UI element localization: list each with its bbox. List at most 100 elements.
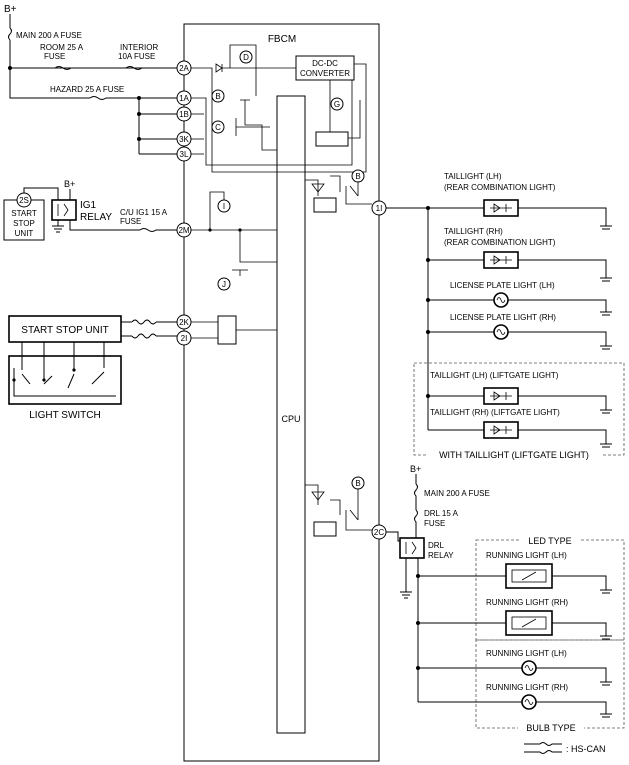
main-fuse-drl <box>414 483 418 510</box>
connector-2K: 2K <box>176 314 192 330</box>
svg-text:2S: 2S <box>19 196 29 205</box>
license-rh-bulb <box>493 324 509 340</box>
svg-text:3L: 3L <box>180 150 189 159</box>
svg-text:2I: 2I <box>181 334 188 343</box>
taillight-lh-led <box>483 199 519 217</box>
hazard-feed-wire <box>9 40 90 99</box>
connector-3L: 3L <box>176 146 192 162</box>
cu-ig1-fuse <box>139 228 184 232</box>
switch-contacts <box>21 371 105 389</box>
ref-B-top: B <box>211 89 225 103</box>
svg-text:J: J <box>222 280 226 289</box>
ref-I: I <box>217 199 231 213</box>
dcdc-label-1: DC-DC <box>312 59 338 68</box>
internal-transistor-a <box>240 99 277 151</box>
drl-relay-label-2: RELAY <box>428 551 454 560</box>
ref-C: C <box>211 120 225 134</box>
ref-B-1I: B <box>351 169 365 183</box>
running-rh-bulb-label: RUNNING LIGHT (RH) <box>486 683 568 692</box>
driver-2C-relay <box>313 521 337 537</box>
interior-fuse <box>125 66 143 70</box>
connector-1A: 1A <box>176 90 192 106</box>
room-fuse <box>54 66 72 70</box>
dcdc-label-2: CONVERTER <box>300 69 350 78</box>
bplus-label-top: B+ <box>4 4 17 15</box>
drl-fuse-label-1: DRL 15 A <box>424 509 459 518</box>
internal-2A-wire <box>191 63 367 173</box>
running-lh-led <box>505 563 553 589</box>
svg-text:2M: 2M <box>178 226 189 235</box>
interior-fuse-label-1: INTERIOR <box>120 43 158 52</box>
hazard-fuse-label: HAZARD 25 A FUSE <box>50 85 124 94</box>
svg-text:D: D <box>243 53 249 62</box>
liftgate-rh-label: TAILLIGHT (RH) (LIFTGATE LIGHT) <box>430 408 560 417</box>
cpu-label: CPU <box>281 414 300 424</box>
interior-fuse-label-2: 10A FUSE <box>118 52 155 61</box>
internal-I-wire <box>209 191 225 230</box>
internal-1A-wire <box>191 80 353 166</box>
drl-relay-label-1: DRL <box>428 541 445 550</box>
start-stop-small-3: UNIT <box>15 229 34 238</box>
ig1-ground <box>52 220 64 233</box>
bplus-label-ig1: B+ <box>64 179 75 189</box>
liftgate-group-label: WITH TAILLIGHT (LIFTGATE LIGHT) <box>439 450 589 460</box>
switch-common <box>13 368 116 397</box>
svg-text:2C: 2C <box>374 528 384 537</box>
svg-text:2K: 2K <box>179 318 189 327</box>
bplus-label-drl: B+ <box>410 464 421 474</box>
taillight-lh-label-2: (REAR COMBINATION LIGHT) <box>444 183 556 192</box>
start-stop-unit <box>8 315 122 343</box>
bulb-type-label: BULB TYPE <box>526 723 575 733</box>
can-transceiver <box>217 315 237 345</box>
cpu-box <box>276 95 306 734</box>
running-rh-bulb <box>521 694 537 710</box>
main-fuse-drl-label: MAIN 200 A FUSE <box>424 489 490 498</box>
driver-2C-fet <box>330 499 372 531</box>
hs-can-legend-label: : HS-CAN <box>566 744 606 754</box>
connector-2C: 2C <box>371 524 387 540</box>
hscan-left <box>121 321 132 337</box>
internal-J-wire <box>232 230 277 276</box>
running-lh-led-label: RUNNING LIGHT (LH) <box>486 551 567 560</box>
svg-text:C: C <box>215 123 221 132</box>
taillight-rh-label-1: TAILLIGHT (RH) <box>444 227 503 236</box>
ref-D: D <box>239 50 253 64</box>
svg-text:B: B <box>355 479 360 488</box>
connector-1I: 1I <box>371 200 387 216</box>
drl-fuse <box>414 509 418 538</box>
driver-1I-diode <box>305 179 325 196</box>
svg-text:1I: 1I <box>376 204 383 213</box>
connector-3K: 3K <box>176 131 192 147</box>
ig1-out-wire <box>69 220 140 231</box>
cu-ig1-label-1: C/U IG1 15 A <box>120 208 168 217</box>
light-switch-label: LIGHT SWITCH <box>29 410 100 421</box>
drl-fuse-label-2: FUSE <box>424 519 445 528</box>
running-lh-bulb-label: RUNNING LIGHT (LH) <box>486 649 567 658</box>
taillight-rh-label-2: (REAR COMBINATION LIGHT) <box>444 238 556 247</box>
room-fuse-label-2: FUSE <box>44 52 65 61</box>
svg-text:2A: 2A <box>179 64 189 73</box>
license-lh-bulb <box>493 292 509 308</box>
driver-1I-fet <box>330 175 372 205</box>
led-type-box <box>475 539 625 641</box>
internal-transistor-b <box>235 118 270 136</box>
dcdc-converter <box>295 55 355 81</box>
taillight-rh-led <box>483 251 519 269</box>
ig1-relay-symbol <box>57 203 69 217</box>
running-rh-led-label: RUNNING LIGHT (RH) <box>486 598 568 607</box>
start-stop-unit-label: START STOP UNIT <box>21 325 108 336</box>
internal-D-loop <box>229 44 257 96</box>
running-lh-bulb <box>521 660 537 676</box>
cu-ig1-label-2: FUSE <box>120 217 141 226</box>
svg-text:G: G <box>334 100 340 109</box>
start-stop-small-2: STOP <box>13 219 35 228</box>
connector-2I: 2I <box>176 330 192 346</box>
license-lh-label: LICENSE PLATE LIGHT (LH) <box>450 281 555 290</box>
liftgate-lh-led <box>483 387 519 405</box>
driver-2C-diode <box>305 484 325 505</box>
hazard-fuse <box>89 96 184 100</box>
svg-text:3K: 3K <box>179 135 189 144</box>
fbcm-title: FBCM <box>268 34 296 45</box>
ref-G: G <box>330 97 344 111</box>
